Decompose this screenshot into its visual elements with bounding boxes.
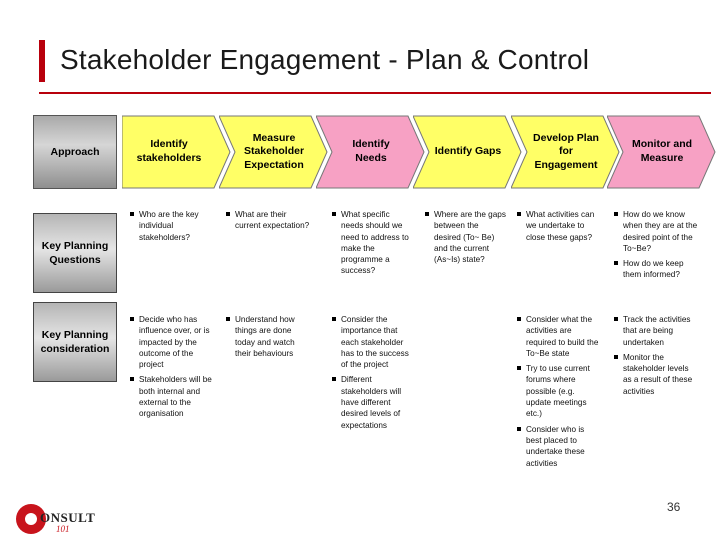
page-number: 36 (667, 500, 681, 514)
bullet-item: Consider who is best placed to undertake… (517, 424, 601, 469)
consult-logo: ONSULT 101 (16, 500, 96, 540)
chevron-shape (316, 115, 425, 189)
chevron-shape (219, 115, 328, 189)
bullet-item: Different stakeholders will have differe… (332, 374, 412, 430)
row-1-cell-1: Who are the key individual stakeholders? (130, 209, 216, 247)
row-1-cell-5: What activities can we undertake to clos… (517, 209, 601, 247)
logo-c-icon (16, 504, 46, 534)
bullet-item: Who are the key individual stakeholders? (130, 209, 216, 243)
title-bar: Stakeholder Engagement - Plan & Control (0, 0, 728, 100)
bullet-item: How do we know when they are at the desi… (614, 209, 698, 254)
stage-chevron-2: Measure Stakeholder Expectation (219, 115, 329, 189)
stage-chevron-3: Identify Needs (316, 115, 426, 189)
stage-chevron-6: Monitor and Measure (607, 115, 717, 189)
bullet-item: What specific needs should we need to ad… (332, 209, 412, 277)
approach-label: Approach (33, 115, 117, 189)
stage-label: Identify Needs (352, 138, 390, 164)
page-title: Stakeholder Engagement - Plan & Control (60, 44, 590, 75)
bullet-item: Consider what the activities are require… (517, 314, 601, 359)
row-1-cell-2: What are their current expectation? (226, 209, 310, 236)
stage-label: Monitor and Measure (631, 138, 693, 164)
logo-text: ONSULT (40, 510, 96, 525)
bullet-item: Track the activities that are being unde… (614, 314, 698, 348)
stage-label: Identify stakeholders (136, 138, 202, 164)
bullet-item: What activities can we undertake to clos… (517, 209, 601, 243)
chevron-shape (607, 115, 716, 189)
process-flow: Approach Identify stakeholders Measure St… (0, 115, 728, 193)
bullet-item: Stakeholders will be both internal and e… (130, 374, 216, 419)
bullet-item: Understand how things are done today and… (226, 314, 310, 359)
stage-chevron-5: Develop Plan for Engagement (511, 115, 621, 189)
bullet-item: What are their current expectation? (226, 209, 310, 232)
stage-label: Measure Stakeholder Expectation (243, 131, 305, 171)
row-2-cell-6: Track the activities that are being unde… (614, 314, 698, 401)
row-2-cell-1: Decide who has influence over, or is imp… (130, 314, 216, 424)
bullet-item: Try to use current forums where possible… (517, 363, 601, 419)
stage-label: Develop Plan for Engagement (533, 131, 599, 171)
bullet-item: Decide who has influence over, or is imp… (130, 314, 216, 370)
bullet-item: Consider the importance that each stakeh… (332, 314, 412, 370)
chevron-shape (413, 115, 522, 189)
bullet-item: Monitor the stakeholder levels as a resu… (614, 352, 698, 397)
row-1-cell-4: Where are the gaps between the desired (… (425, 209, 507, 269)
logo-sub: 101 (56, 524, 70, 534)
stage-label: Identify Gaps (434, 145, 502, 158)
chevron-shape (122, 115, 231, 189)
title-divider (39, 92, 711, 94)
bullet-item: How do we keep them informed? (614, 258, 698, 281)
row-1-cell-3: What specific needs should we need to ad… (332, 209, 412, 281)
stage-chevron-1: Identify stakeholders (122, 115, 232, 189)
chevron-shape (511, 115, 620, 189)
row-2-cell-2: Understand how things are done today and… (226, 314, 310, 363)
key-planning-consideration-label: Key Planning consideration (33, 302, 117, 382)
row-1-cell-6: How do we know when they are at the desi… (614, 209, 698, 285)
stage-chevron-4: Identify Gaps (413, 115, 523, 189)
bullet-item: Where are the gaps between the desired (… (425, 209, 507, 265)
key-planning-questions-label: Key Planning Questions (33, 213, 117, 293)
row-2-cell-5: Consider what the activities are require… (517, 314, 601, 473)
title-accent-bar (39, 40, 45, 82)
row-2-cell-3: Consider the importance that each stakeh… (332, 314, 412, 435)
